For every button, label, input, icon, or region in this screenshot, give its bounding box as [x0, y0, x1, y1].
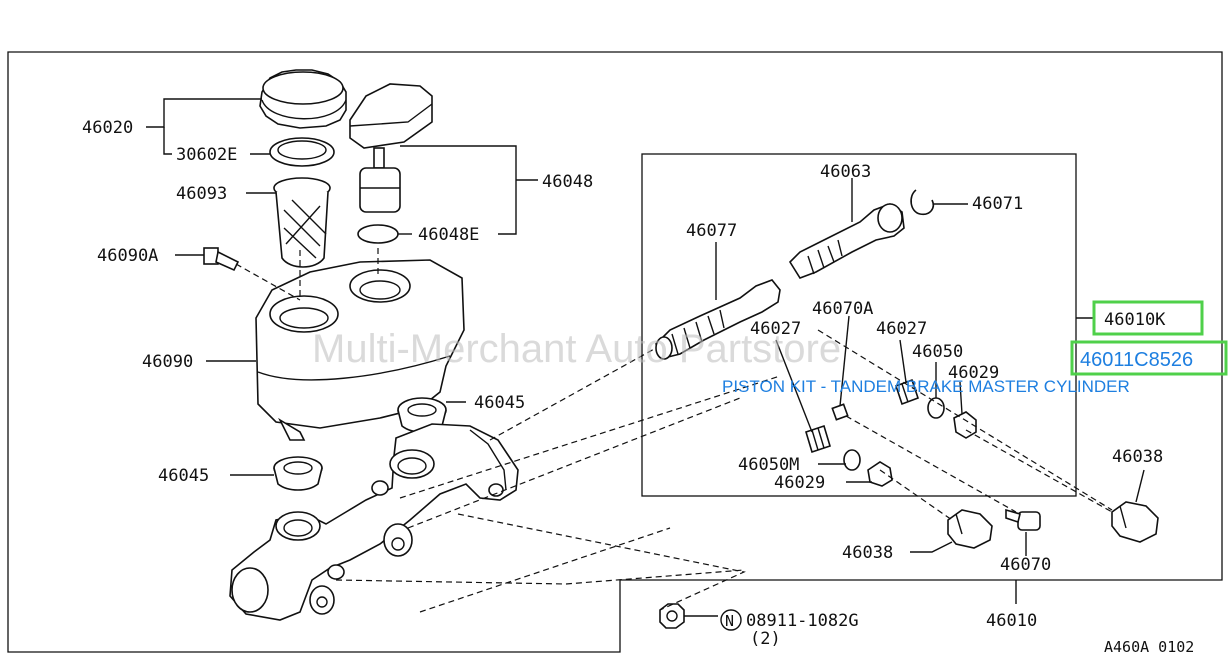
secondary-piston[interactable]	[655, 279, 781, 360]
label-46027-left[interactable]: 46027	[750, 319, 801, 339]
reservoir-tank[interactable]	[255, 259, 465, 441]
stop-bolt-46038-right[interactable]	[1111, 501, 1159, 543]
kit-frame	[641, 153, 1077, 497]
label-46020[interactable]: 46020	[82, 118, 133, 138]
reservoir-filter[interactable]	[273, 177, 331, 268]
label-46048E[interactable]: 46048E	[418, 225, 479, 245]
seal-46027-right[interactable]	[894, 378, 920, 406]
label-46070[interactable]: 46070	[1000, 555, 1051, 575]
cap-seal-ring[interactable]	[269, 137, 335, 167]
label-08911-qty: (2)	[750, 629, 781, 649]
label-46077[interactable]: 46077	[686, 221, 737, 241]
highlight-description[interactable]: PISTON KIT - TANDEM BRAKE MASTER CYLINDE…	[722, 377, 1130, 396]
highlight-box-part-number	[1070, 340, 1228, 376]
piston-stop-46070A[interactable]	[831, 403, 849, 421]
seal-46027-left[interactable]	[805, 424, 831, 454]
stop-bolt-46070[interactable]	[1005, 508, 1041, 531]
cap-seal-ring-inner	[277, 140, 327, 160]
highlight-part-number[interactable]: 46011C8526	[1080, 349, 1193, 371]
label-46071[interactable]: 46071	[972, 194, 1023, 214]
label-46010[interactable]: 46010	[986, 611, 1037, 631]
label-08911[interactable]: 08911-1082G	[746, 611, 859, 631]
watermark: Multi-Merchant Auto Partstore	[312, 327, 841, 371]
label-46038-right[interactable]: 46038	[1112, 447, 1163, 467]
label-46090[interactable]: 46090	[142, 352, 193, 372]
label-46029-upper[interactable]: 46029	[948, 363, 999, 383]
plug-46029-upper[interactable]	[953, 411, 977, 439]
highlight-box-46010K	[1092, 300, 1204, 336]
label-46045-lower[interactable]: 46045	[158, 466, 209, 486]
label-46048[interactable]: 46048	[542, 172, 593, 192]
master-cylinder-body[interactable]	[229, 423, 519, 621]
reservoir-grommet-lower[interactable]	[273, 456, 323, 491]
washer-46050M[interactable]	[843, 449, 861, 471]
reservoir-bolt[interactable]	[203, 247, 240, 272]
washer-46050[interactable]	[927, 397, 945, 419]
nut-symbol: N	[725, 612, 734, 630]
sensor-seal-ring[interactable]	[357, 224, 399, 244]
reservoir-cap[interactable]	[259, 69, 347, 129]
label-46070A[interactable]: 46070A	[812, 299, 873, 319]
nut-symbol-circle	[720, 609, 742, 631]
diagram-code: A460A 0102	[1104, 638, 1194, 656]
label-46038-center[interactable]: 46038	[842, 543, 893, 563]
label-46029-lower[interactable]: 46029	[774, 473, 825, 493]
label-46050[interactable]: 46050	[912, 342, 963, 362]
part-labels: 46020 30602E 46093 46090A 46090 46045 46…	[82, 118, 1194, 656]
label-46090A[interactable]: 46090A	[97, 246, 158, 266]
label-46063[interactable]: 46063	[820, 162, 871, 182]
stop-bolt-46038-center[interactable]	[947, 509, 993, 549]
label-46010K[interactable]: 46010K	[1104, 310, 1166, 330]
label-46093[interactable]: 46093	[176, 184, 227, 204]
flange-nut[interactable]	[659, 603, 685, 629]
snap-ring[interactable]	[910, 189, 935, 216]
label-46045-upper[interactable]: 46045	[474, 393, 525, 413]
primary-piston[interactable]	[788, 203, 905, 279]
assembly-lines	[235, 248, 1113, 613]
label-46027-right[interactable]: 46027	[876, 319, 927, 339]
leader-lines	[146, 98, 1145, 617]
fluid-level-sensor[interactable]	[349, 83, 433, 213]
label-30602E[interactable]: 30602E	[176, 145, 237, 165]
label-46050M[interactable]: 46050M	[738, 455, 799, 475]
